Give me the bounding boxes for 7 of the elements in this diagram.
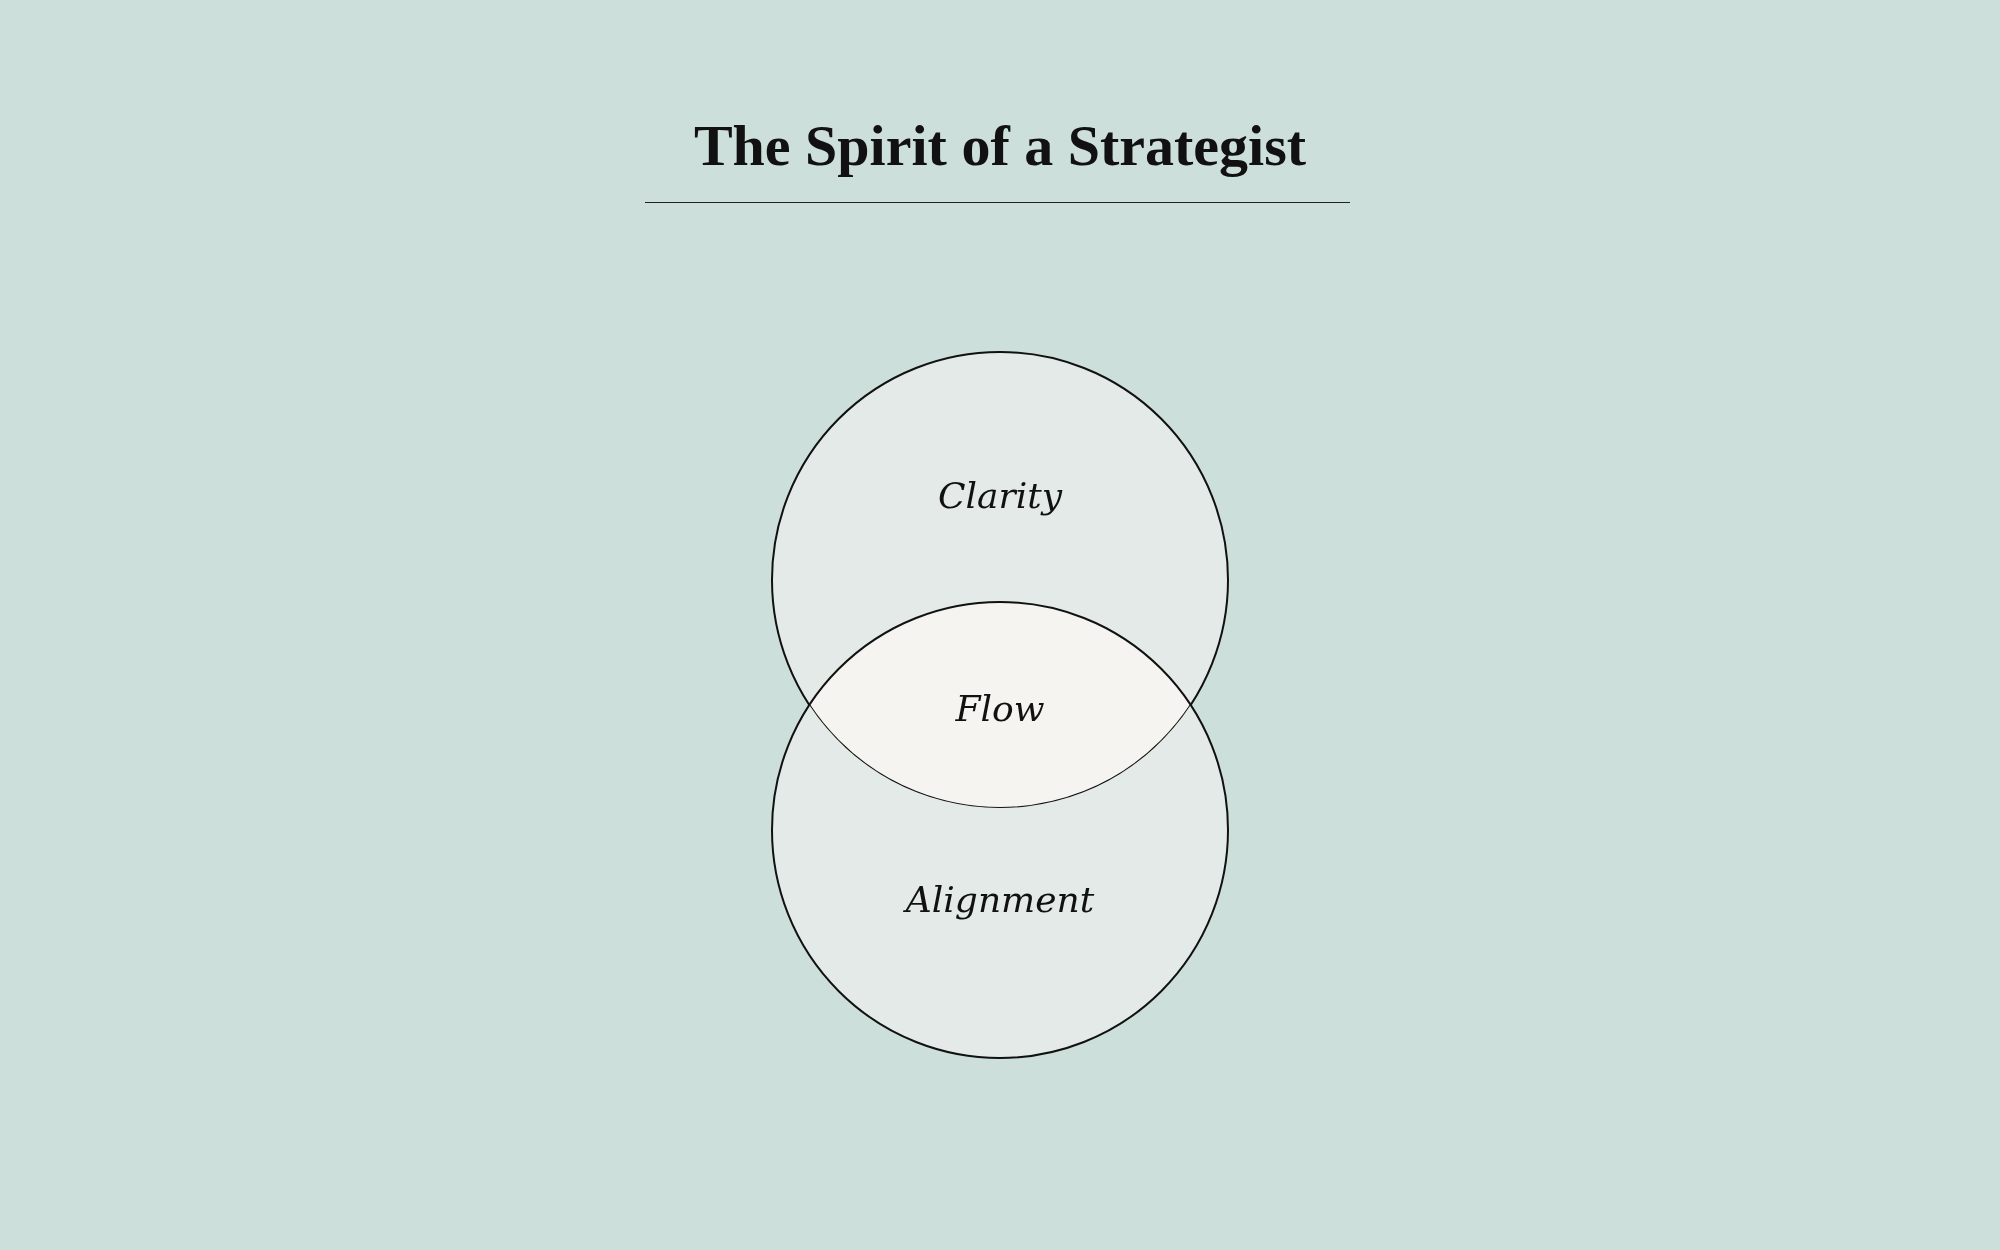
circle-label: Alignment	[905, 878, 1095, 920]
overlap-region	[809, 602, 1191, 808]
venn-circle	[771, 351, 1229, 809]
circle-label: Clarity	[937, 474, 1063, 516]
circle-label: Flow	[955, 687, 1045, 729]
title: The Spirit of a Strategist	[693, 113, 1307, 178]
venn-circle	[771, 601, 1229, 1059]
